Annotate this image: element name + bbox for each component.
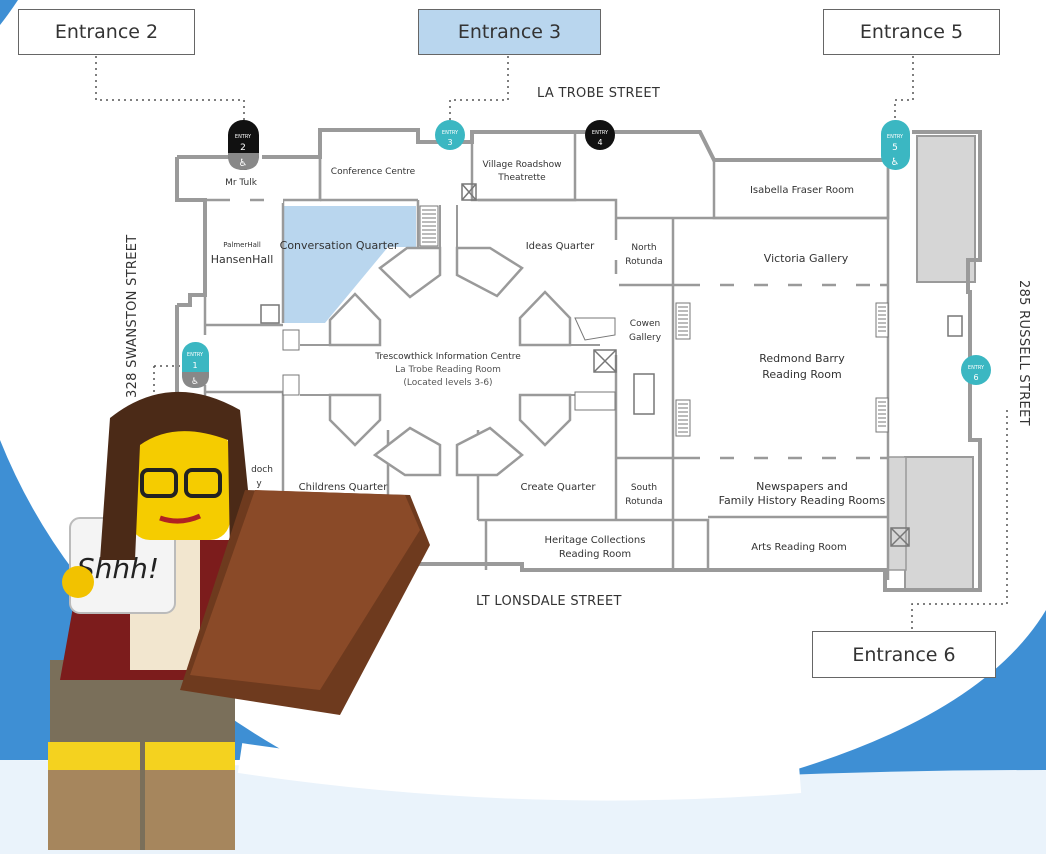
svg-text:ENTRY: ENTRY — [187, 352, 204, 358]
svg-text:ENTRY: ENTRY — [235, 134, 252, 140]
entry-marker-5[interactable]: ENTRY 5 ♿ — [881, 120, 910, 170]
wheelchair-icon: ♿ — [239, 158, 248, 169]
label-la-trobe-levels: (Located levels 3-6) — [403, 378, 492, 388]
label-palmer-hall: PalmerHall — [223, 241, 261, 249]
entry-marker-3[interactable]: ENTRY 3 — [435, 120, 465, 150]
label-childrens-quarter: Childrens Quarter — [299, 482, 389, 493]
label-theatrette: Theatrette — [497, 173, 546, 183]
east-block-north — [916, 135, 976, 283]
entrance-2-box[interactable]: Entrance 2 — [18, 9, 195, 55]
figure-head — [130, 430, 230, 540]
east-block-south — [904, 456, 974, 591]
entry-marker-2[interactable]: ENTRY 2 ♿ — [228, 120, 259, 170]
label-create-quarter: Create Quarter — [520, 482, 596, 493]
stairs — [282, 205, 889, 437]
right-blue-arc — [760, 610, 1046, 780]
label-conversation-quarter: Conversation Quarter — [280, 239, 399, 252]
label-south-rotunda-1: South — [631, 483, 657, 493]
label-redmond-barry-1: Redmond Barry — [759, 352, 845, 365]
label-la-trobe-room: La Trobe Reading Room — [395, 365, 501, 375]
svg-text:2: 2 — [240, 143, 246, 153]
footer-curve — [237, 743, 802, 801]
label-isabella-fraser: Isabella Fraser Room — [750, 185, 854, 196]
street-north: LA TROBE STREET — [537, 86, 661, 101]
label-redmond-barry-2: Reading Room — [762, 368, 841, 381]
label-ideas-quarter: Ideas Quarter — [526, 241, 595, 252]
label-cowen-2: Gallery — [629, 333, 662, 343]
svg-text:ENTRY: ENTRY — [887, 134, 904, 140]
conversation-quarter-area[interactable] — [284, 206, 416, 323]
entrance-6-box[interactable]: Entrance 6 — [812, 631, 996, 678]
label-newspapers-2: Family History Reading Rooms — [719, 494, 886, 507]
entry-marker-1[interactable]: ENTRY 1 ♿ — [182, 342, 209, 388]
label-mr-tulk: Mr Tulk — [225, 178, 258, 188]
lifts — [260, 183, 963, 547]
entry-marker-4[interactable]: ENTRY 4 — [585, 120, 615, 150]
label-arts-reading-room: Arts Reading Room — [751, 542, 847, 553]
label-heritage-1: Heritage Collections — [545, 535, 646, 546]
entrance-connectors — [95, 56, 1008, 630]
street-south: LT LONSDALE STREET — [476, 594, 622, 609]
svg-text:4: 4 — [597, 138, 602, 147]
label-murdoch-partial: doch — [251, 465, 273, 475]
svg-text:3: 3 — [447, 138, 452, 147]
label-newspapers-1: Newspapers and — [756, 480, 848, 493]
label-heritage-2: Reading Room — [559, 549, 631, 560]
svg-text:ENTRY: ENTRY — [592, 130, 609, 136]
entry-marker-6[interactable]: ENTRY 6 — [961, 355, 991, 385]
figure-hair — [100, 391, 255, 560]
label-victoria-gallery: Victoria Gallery — [764, 252, 849, 265]
svg-text:1: 1 — [192, 361, 197, 370]
east-block-west-strip — [887, 456, 907, 571]
label-north-rotunda-2: Rotunda — [625, 257, 663, 267]
top-left-blue-corner — [0, 0, 18, 25]
room-labels: Mr Tulk Conference Centre Village Roadsh… — [211, 160, 886, 560]
wheelchair-icon: ♿ — [891, 157, 900, 168]
svg-text:6: 6 — [973, 373, 978, 382]
label-partial-y: y — [256, 479, 262, 489]
label-conference-centre: Conference Centre — [331, 167, 416, 177]
wheelchair-icon: ♿ — [191, 377, 199, 387]
label-village-roadshow: Village Roadshow — [483, 160, 562, 170]
label-hansen-hall: HansenHall — [211, 253, 274, 266]
svg-text:ENTRY: ENTRY — [968, 365, 985, 371]
glasses — [140, 468, 178, 498]
svg-text:5: 5 — [892, 143, 898, 153]
label-info-centre: Trescowthick Information Centre — [374, 352, 521, 362]
label-cowen-1: Cowen — [630, 319, 660, 329]
central-octagon — [328, 246, 572, 477]
entrance-3-box[interactable]: Entrance 3 — [418, 9, 601, 55]
label-south-rotunda-2: Rotunda — [625, 497, 663, 507]
label-north-rotunda-1: North — [631, 243, 656, 253]
entrance-5-box[interactable]: Entrance 5 — [823, 9, 1000, 55]
svg-text:ENTRY: ENTRY — [442, 130, 459, 136]
lego-librarian-figure: Shhh! — [48, 391, 430, 850]
